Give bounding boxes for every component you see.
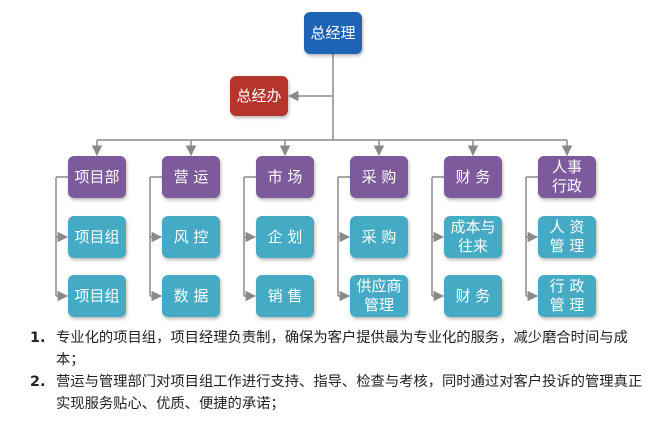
general-manager-box: 总经理	[304, 12, 362, 54]
department-box: 财 务	[444, 156, 502, 198]
team-box: 销 售	[256, 275, 314, 317]
notes-list: 1. 专业化的项目组，项目经理负责制，确保为客户提供最为专业化的服务，减少磨合时…	[30, 327, 655, 415]
team-box: 风 控	[162, 216, 220, 258]
team-box: 财 务	[444, 275, 502, 317]
team-box: 项目组	[68, 275, 126, 317]
team-box: 人 资 管 理	[538, 216, 596, 258]
general-office-box: 总经办	[230, 76, 288, 116]
team-box: 采 购	[350, 216, 408, 258]
org-chart: 总经理 总经办 项目部项目组项目组营 运风 控数 据市 场企 划销 售采 购采 …	[55, 12, 596, 317]
team-box: 行 政 管 理	[538, 275, 596, 317]
note-item: 2. 营运与管理部门对项目组工作进行支持、指导、检查与考核，同时通过对客户投诉的…	[30, 371, 655, 415]
department-box: 人事 行政	[538, 156, 596, 198]
team-box: 供应商 管理	[350, 275, 408, 317]
department-box: 项目部	[68, 156, 126, 198]
note-item: 1. 专业化的项目组，项目经理负责制，确保为客户提供最为专业化的服务，减少磨合时…	[30, 327, 655, 371]
note-number: 2.	[30, 374, 46, 390]
department-box: 营 运	[162, 156, 220, 198]
team-box: 项目组	[68, 216, 126, 258]
note-text: 营运与管理部门对项目组工作进行支持、指导、检查与考核，同时通过对客户投诉的管理真…	[56, 374, 643, 412]
department-box: 市 场	[256, 156, 314, 198]
department-box: 采 购	[350, 156, 408, 198]
team-box: 成本与 往来	[444, 216, 502, 258]
note-number: 1.	[30, 330, 46, 346]
team-box: 数 据	[162, 275, 220, 317]
team-box: 企 划	[256, 216, 314, 258]
note-text: 专业化的项目组，项目经理负责制，确保为客户提供最为专业化的服务，减少磨合时间与成…	[56, 330, 628, 368]
connector-lines	[55, 54, 573, 302]
